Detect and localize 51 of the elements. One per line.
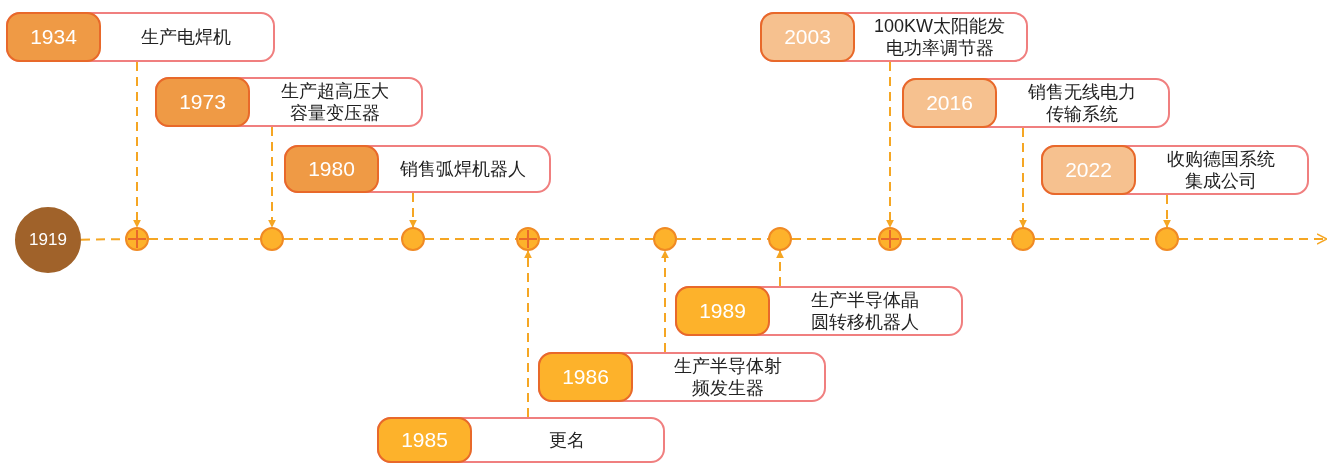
event-card [1041, 145, 1309, 195]
event-card [155, 77, 423, 127]
event-description: 销售弧焊机器人 [400, 158, 526, 180]
year-badge: 2022 [1041, 145, 1136, 195]
event-description: 销售无线电力传输系统 [1026, 81, 1137, 125]
event-card [6, 12, 275, 62]
timeline-dot [768, 227, 792, 251]
connector-arrow [661, 250, 669, 353]
year-badge: 1980 [284, 145, 379, 193]
year-badge: 1986 [538, 352, 633, 402]
event-card [377, 417, 665, 463]
event-description: 更名 [548, 429, 585, 451]
milestone-marker [125, 227, 149, 251]
connector-arrow [1019, 127, 1027, 228]
connector-arrow [409, 192, 417, 228]
event-card [284, 145, 551, 193]
year-badge: 2016 [902, 78, 997, 128]
event-card [902, 78, 1170, 128]
timeline-line [148, 238, 261, 240]
event-description: 生产超高压大容量变压器 [279, 80, 390, 124]
timeline-line [791, 238, 879, 240]
event-description: 生产电焊机 [141, 26, 231, 48]
connector-arrow [524, 250, 532, 418]
event-card [538, 352, 826, 402]
event-description: 收购德国系统集成公司 [1165, 148, 1276, 192]
event-description: 100KW太阳能发电功率调节器 [873, 15, 1006, 59]
connector-arrow [133, 61, 141, 228]
connector-arrow [1163, 194, 1171, 228]
year-badge: 1934 [6, 12, 101, 62]
year-badge: 2003 [760, 12, 855, 62]
year-badge: 1985 [377, 417, 472, 463]
milestone-marker [878, 227, 902, 251]
connector-arrow [886, 61, 894, 228]
event-card [760, 12, 1028, 62]
year-badge: 1973 [155, 77, 250, 127]
timeline-line [901, 238, 1012, 240]
timeline-dot [1011, 227, 1035, 251]
timeline-arrow [1178, 233, 1328, 245]
timeline-dot [1155, 227, 1179, 251]
year-label: 1919 [29, 230, 67, 250]
timeline-line [539, 238, 654, 240]
event-description: 生产半导体射频发生器 [672, 355, 783, 399]
timeline-dot [260, 227, 284, 251]
event-card [675, 286, 963, 336]
connector-arrow [268, 126, 276, 228]
timeline-dot [653, 227, 677, 251]
timeline-dot [401, 227, 425, 251]
connector-arrow [776, 250, 784, 287]
event-description: 生产半导体晶圆转移机器人 [809, 289, 920, 333]
year-badge: 1989 [675, 286, 770, 336]
milestone-marker [516, 227, 540, 251]
